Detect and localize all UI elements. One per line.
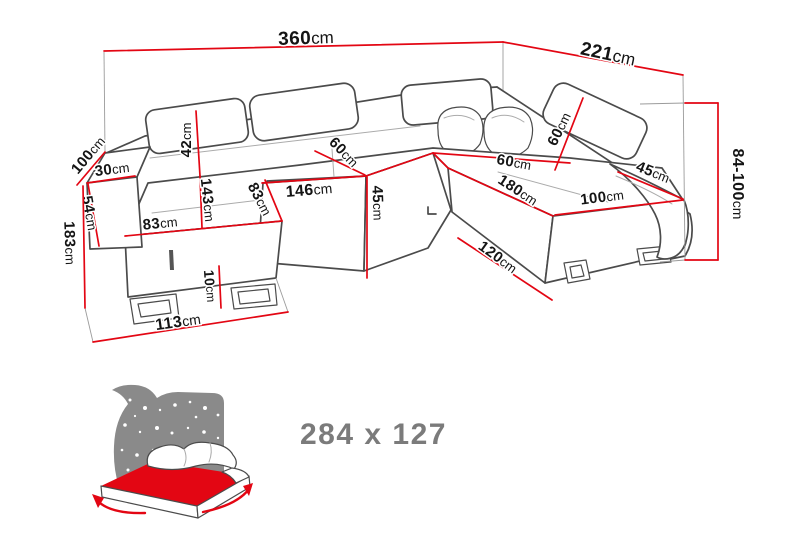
sofa-legs bbox=[129, 245, 672, 325]
dimension-line-chaise-length-left bbox=[199, 175, 203, 229]
dimension-label-headrest-height-right: 60cm bbox=[544, 110, 575, 149]
dimension-line-armrest-width-left bbox=[86, 175, 136, 184]
mechanism-hook bbox=[427, 206, 437, 215]
dimension-line-backrest-height bbox=[195, 110, 201, 177]
dimension-line-armrest-length-left bbox=[76, 151, 106, 186]
star-dot bbox=[203, 406, 207, 410]
dimension-line-armrest-width-right bbox=[617, 171, 684, 200]
dimension-label-backrest-height: 42cm bbox=[178, 123, 195, 158]
sofa-line-art bbox=[86, 78, 695, 325]
dimension-line-total-width bbox=[103, 41, 504, 52]
star-dot bbox=[194, 415, 198, 419]
sofa-bed-icon: 284 x 127 bbox=[92, 384, 447, 519]
star-dot bbox=[143, 406, 147, 410]
star-dot bbox=[133, 414, 137, 418]
star-dot bbox=[120, 448, 124, 452]
dimension-label-corner-seat-width: 60cm bbox=[495, 151, 532, 174]
star-dot bbox=[202, 430, 206, 434]
dimension-label-base-width-left: 113cm bbox=[154, 310, 202, 333]
dimension-label-total-width: 360cm bbox=[278, 27, 334, 50]
dimension-label-total-depth-right: 221cm bbox=[579, 38, 638, 70]
dimension-line-chaise-length-right bbox=[447, 167, 554, 217]
dimension-line-corner-seat-width bbox=[432, 152, 571, 164]
star-dot bbox=[123, 423, 127, 427]
dimension-segment bbox=[432, 152, 449, 169]
extension-line bbox=[639, 102, 686, 105]
extension-line bbox=[275, 277, 289, 313]
extension-lines bbox=[84, 42, 686, 343]
star-dot bbox=[173, 403, 177, 407]
duvet-and-pillows bbox=[146, 441, 250, 484]
extension-line bbox=[84, 307, 94, 343]
star-dot bbox=[186, 426, 190, 430]
dimension-label-seat-height: 45cm bbox=[369, 185, 387, 220]
star-dot bbox=[216, 436, 220, 440]
dimension-label-chaise-length-left: 143cm bbox=[197, 177, 218, 222]
dimension-line-middle-seat-width bbox=[261, 175, 367, 184]
dimension-line-chaise-width-left bbox=[124, 220, 283, 237]
star-dot bbox=[135, 453, 139, 457]
unfold-arrows bbox=[92, 483, 253, 515]
star-dot bbox=[170, 431, 174, 435]
dimension-line-armrest-height-left bbox=[87, 183, 100, 247]
dimension-label-chaise-width-left: 83cm bbox=[142, 213, 178, 234]
dimension-line-depth-right bbox=[457, 237, 553, 301]
star-dot bbox=[155, 426, 159, 430]
dimension-line-seat-depth-middle bbox=[314, 150, 366, 176]
star-dot bbox=[126, 468, 130, 472]
dimension-label-leg-height: 10cm bbox=[201, 269, 219, 302]
dimension-line-chaise-side-left bbox=[264, 179, 283, 222]
dimension-line-headrest-height-right bbox=[554, 97, 584, 171]
star-dot bbox=[158, 408, 162, 412]
dimension-segment bbox=[365, 152, 434, 177]
dimension-label-chaise-side-left: 83cm bbox=[244, 180, 275, 219]
dimension-line-base-width-left bbox=[92, 311, 289, 343]
extension-line bbox=[103, 51, 106, 153]
star-dot bbox=[138, 430, 142, 434]
dimension-line-chaise-width-right bbox=[554, 199, 684, 216]
armrest-left bbox=[86, 146, 151, 250]
dimension-line-depth-left bbox=[82, 185, 86, 309]
extension-line bbox=[682, 74, 686, 261]
sleeping-area-size: 284 x 127 bbox=[300, 418, 447, 451]
star-dot bbox=[128, 398, 132, 402]
dimension-label-chaise-width-right: 100cm bbox=[579, 186, 624, 208]
star-dot bbox=[216, 413, 220, 417]
headrest-cushions bbox=[144, 78, 648, 160]
star-dot bbox=[188, 400, 192, 404]
mattress-top bbox=[101, 461, 249, 506]
dimension-label-depth-left: 183cm bbox=[61, 221, 80, 265]
dimension-label-height-range: 84-100cm bbox=[730, 149, 747, 220]
dimension-line-total-depth-right bbox=[502, 41, 684, 76]
dimension-line-leg-height bbox=[218, 265, 222, 309]
extension-line bbox=[659, 259, 686, 263]
dimension-label-armrest-width-left: 30cm bbox=[94, 158, 131, 179]
dimension-label-middle-seat-width: 146cm bbox=[285, 180, 333, 201]
